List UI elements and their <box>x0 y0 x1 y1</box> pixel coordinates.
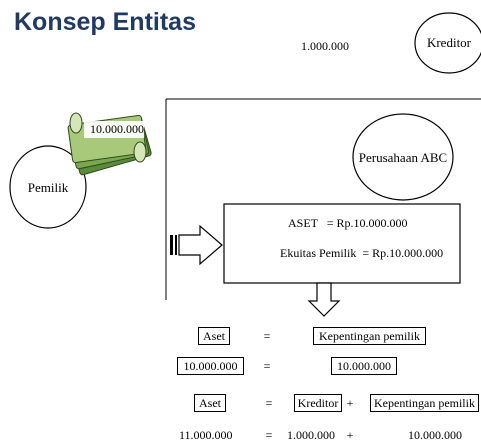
eq4-plus: + <box>346 428 354 442</box>
eq4-kepentingan-value: 10.000.000 <box>408 428 462 442</box>
eq3-aset-box: Aset <box>194 394 226 412</box>
owner-money-amount: 10.000.000 <box>90 122 144 136</box>
kreditor-circle <box>414 12 481 74</box>
down-block-arrow <box>307 282 341 317</box>
kreditor-label: Kreditor <box>426 35 472 50</box>
creditor-amount: 1.000.000 <box>301 39 349 53</box>
eq4-equals: = <box>265 428 273 442</box>
perusahaan-label: Perusahaan ABC <box>358 150 448 165</box>
slide-title: Konsep Entitas <box>14 8 196 36</box>
statement-box <box>223 203 461 284</box>
money-stack-icon <box>67 112 152 176</box>
pemilik-label: Pemilik <box>27 180 69 195</box>
eq3-equals: = <box>265 396 273 410</box>
eq3-kepentingan-box: Kepentingan pemilik <box>370 394 479 412</box>
eq2-aset-value-box: 10.000.000 <box>177 357 244 375</box>
eq3-plus: + <box>346 396 354 410</box>
right-block-arrow <box>170 224 223 266</box>
perusahaan-circle <box>352 113 454 201</box>
eq4-aset-value: 11.000.000 <box>179 428 233 442</box>
eq2-kepentingan-value-box: 10.000.000 <box>331 357 397 375</box>
ekuitas-statement: Ekuitas Pemilik = Rp.10.000.000 <box>280 246 444 260</box>
aset-statement: ASET = Rp.10.000.000 <box>288 216 408 230</box>
eq1-aset-box: Aset <box>198 327 230 345</box>
eq1-kepentingan-box: Kepentingan pemilik <box>313 327 426 345</box>
pemilik-circle <box>9 145 87 229</box>
eq4-kreditor-value: 1.000.000 <box>287 428 335 442</box>
eq1-equals: = <box>263 329 271 343</box>
eq3-kreditor-box: Kreditor <box>294 394 342 412</box>
eq2-equals: = <box>263 359 271 373</box>
